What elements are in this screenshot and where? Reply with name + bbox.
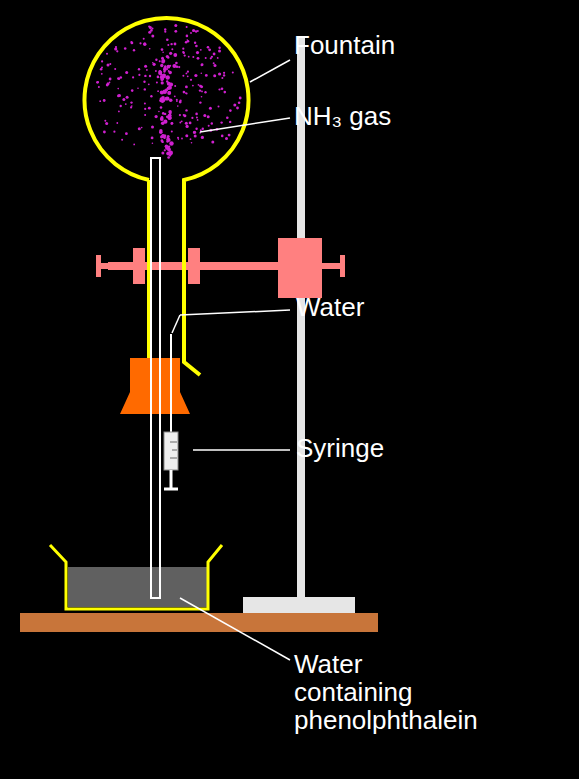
syringe — [164, 432, 178, 470]
part-label: Syringe — [296, 434, 384, 462]
leader-line — [172, 60, 290, 660]
trough — [50, 545, 222, 609]
syringe-scale — [170, 442, 177, 458]
part-label: Water containing phenolphthalein — [294, 650, 486, 734]
stopper — [120, 358, 190, 414]
part-label: Fountain — [294, 31, 395, 59]
glass-tube — [151, 158, 160, 598]
syringe-plunger — [164, 488, 178, 491]
clamp-screw — [96, 263, 112, 269]
syringe-needle — [170, 334, 172, 432]
part-label: NH₃ gas — [294, 102, 391, 130]
clamp-boss — [278, 238, 322, 298]
stand-base — [243, 597, 355, 613]
bench — [20, 613, 378, 632]
clamp-jaw — [188, 248, 200, 284]
fountain-spray — [96, 24, 242, 159]
boss-screw — [340, 255, 345, 277]
boss-screw — [322, 263, 342, 269]
clamp-jaw — [133, 248, 145, 284]
round-bottom-flask — [85, 18, 249, 375]
part-label: Water — [296, 293, 364, 321]
syringe-plunger — [170, 470, 173, 488]
